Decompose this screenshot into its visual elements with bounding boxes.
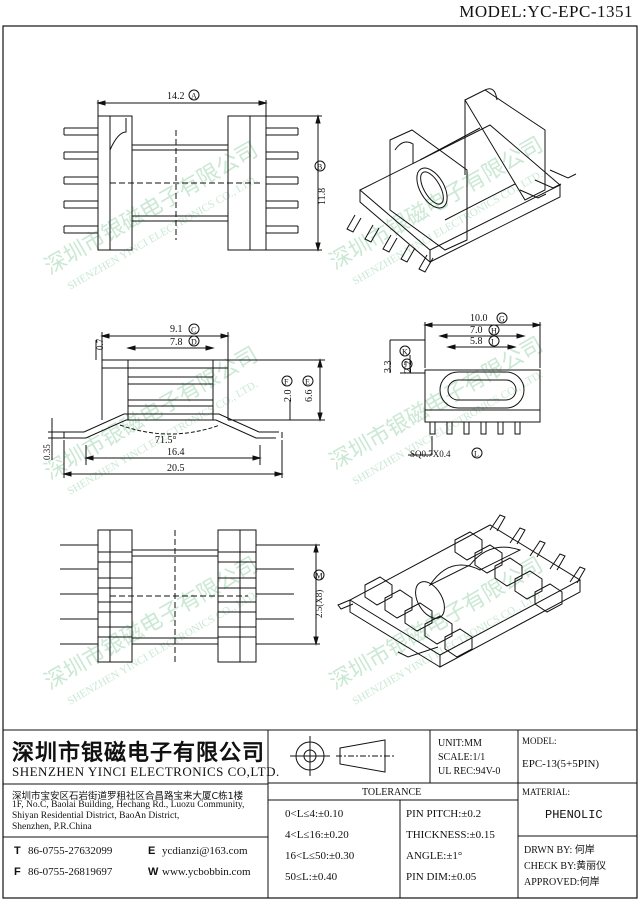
pin-dim: SQ0.7X0.4 bbox=[410, 449, 451, 459]
scale: SCALE:1/1 bbox=[438, 752, 486, 763]
dim-e: 6.6 bbox=[304, 390, 315, 403]
tag-d: D bbox=[191, 338, 197, 347]
side-view: 10.0 G 7.0 H 5.8 I 3.3 K 2.2 J bbox=[383, 312, 542, 459]
tag-l: L bbox=[474, 450, 479, 459]
dim-inner: 16.4 bbox=[167, 447, 185, 458]
web-link[interactable]: www.ycbobbin.com bbox=[162, 866, 251, 878]
dim-f: 2.0 bbox=[283, 390, 294, 403]
tel-label: T bbox=[14, 845, 21, 857]
unit: UNIT:MM bbox=[438, 738, 482, 749]
check-by: CHECK BY:黄丽仪 bbox=[524, 861, 607, 872]
drawn-by: DRWN BY: 何岸 bbox=[524, 845, 595, 856]
approved-by: APPROVED:何岸 bbox=[524, 877, 600, 888]
tag-m: M bbox=[316, 572, 323, 581]
thickness: THICKNESS:±0.15 bbox=[406, 829, 495, 841]
tolerance-3: 16<L≤50:±0.30 bbox=[285, 850, 355, 862]
dim-top: 0.7 bbox=[95, 338, 105, 350]
model-value: EPC-13(5+5PIN) bbox=[522, 758, 600, 770]
top-left-pins bbox=[63, 127, 98, 234]
watermark-cn: 深圳市银磁电子有限公司 bbox=[325, 552, 547, 695]
tag-c: C bbox=[191, 326, 196, 335]
sheet-border bbox=[2, 25, 638, 899]
iso-view-bottom bbox=[337, 514, 586, 668]
pitch-dim: 2.5(X8) bbox=[314, 590, 324, 618]
address-en-1: 1F, No.C, Baolai Building, Hechang Rd., … bbox=[12, 800, 245, 810]
angle-tol: ANGLE:±1° bbox=[406, 850, 463, 862]
tel-number: 86-0755-27632099 bbox=[28, 845, 113, 857]
bottom-right-pins bbox=[256, 544, 294, 645]
dim-total: 20.5 bbox=[167, 463, 185, 474]
angle: 71.5° bbox=[155, 435, 177, 446]
tolerance-1: 0<L≤4:±0.10 bbox=[285, 808, 344, 820]
top-view: 14.2 A bbox=[63, 89, 328, 252]
tag-g: G bbox=[499, 315, 505, 324]
dim-k: 3.3 bbox=[383, 361, 394, 374]
bottom-left-pins bbox=[60, 544, 98, 645]
address-en-2: Shiyan Residential District, BaoAn Distr… bbox=[12, 811, 180, 821]
title-block bbox=[3, 729, 637, 898]
tag-f: F bbox=[284, 378, 289, 387]
watermark-cn: 深圳市银磁电子有限公司 bbox=[40, 342, 262, 485]
tolerance-title: TOLERANCE bbox=[362, 787, 422, 798]
dim-h: 7.0 bbox=[470, 325, 483, 336]
address-en-3: Shenzhen, P.R.China bbox=[12, 822, 92, 832]
tag-b-circle bbox=[314, 160, 326, 172]
address-cn: 深圳市宝安区石岩街道罗租社区合昌路宝来大厦C栋1楼 bbox=[12, 791, 244, 802]
dim-g: 10.0 bbox=[470, 313, 488, 324]
bottom-view: 2.5(X8) M bbox=[60, 529, 325, 663]
ul-rec: UL REC:94V-0 bbox=[438, 766, 501, 777]
material-label: MATERIAL: bbox=[522, 787, 570, 797]
top-width-dim: 14.2 bbox=[167, 91, 185, 102]
fax-number: 86-0755-26819697 bbox=[28, 866, 113, 878]
tag-e: E bbox=[305, 378, 310, 387]
tag-k: K bbox=[402, 348, 408, 357]
tag-i: I bbox=[491, 338, 494, 347]
pin-dim-tol: PIN DIM:±0.05 bbox=[406, 871, 477, 883]
dim-bottom: 0.35 bbox=[42, 444, 52, 460]
dim-d: 7.8 bbox=[170, 337, 183, 348]
email-link[interactable]: ycdianzi@163.com bbox=[162, 845, 248, 857]
tolerance-2: 4<L≤16:±0.20 bbox=[285, 829, 349, 841]
top-right-pins bbox=[266, 127, 299, 234]
front-view: 9.1 C 7.8 D 0.7 71.5° 6.6 E bbox=[42, 323, 325, 478]
tolerance-4: 50≤L:±0.40 bbox=[285, 871, 338, 883]
email-label: E bbox=[148, 845, 156, 857]
company-name-cn: 深圳市银磁电子有限公司 bbox=[12, 741, 266, 766]
watermark-cn: 深圳市银磁电子有限公司 bbox=[40, 552, 262, 695]
tag-b: B bbox=[317, 163, 322, 172]
dim-i: 5.8 bbox=[470, 336, 483, 347]
tag-a: A bbox=[191, 92, 197, 101]
pin-pitch: PIN PITCH:±0.2 bbox=[406, 808, 482, 820]
iso-view-top bbox=[346, 88, 577, 273]
web-label: W bbox=[148, 866, 159, 878]
company-name-en: SHENZHEN YINCI ELECTRONICS CO,LTD. bbox=[12, 764, 280, 779]
top-height-dim: 11.8 bbox=[317, 188, 328, 205]
fax-label: F bbox=[14, 866, 21, 878]
dim-j: 2.2 bbox=[403, 361, 414, 374]
dim-c: 9.1 bbox=[170, 324, 183, 335]
tag-h: H bbox=[491, 327, 497, 336]
model-title: MODEL:YC-EPC-1351 bbox=[459, 2, 633, 21]
tag-j: J bbox=[404, 361, 407, 370]
tag-a-circle bbox=[188, 89, 200, 101]
material-value: PHENOLIC bbox=[545, 808, 603, 822]
model-label: MODEL: bbox=[522, 736, 557, 746]
